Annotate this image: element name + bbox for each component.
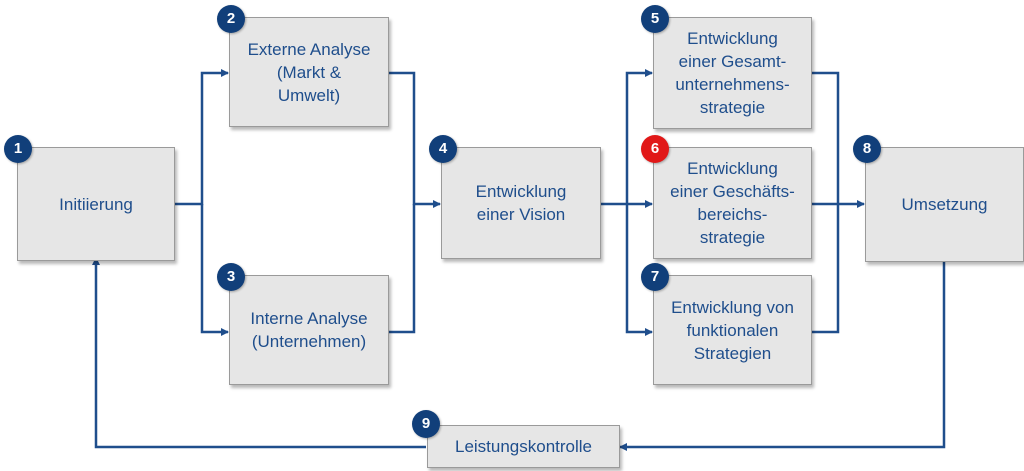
step-label: Entwicklung einer Vision	[475, 182, 567, 224]
connector-7-to-8	[812, 204, 840, 334]
step-geschaeftsbereichsstrategie: Entwicklung einer Geschäfts- bereichs- s…	[653, 147, 812, 259]
connector-5-to-8	[812, 71, 840, 204]
step-umsetzung: Umsetzung	[865, 147, 1024, 262]
step-label: Interne Analyse (Unternehmen)	[250, 309, 368, 351]
step-number-badge: 4	[429, 135, 457, 163]
connector-2-to-4	[389, 71, 441, 208]
connector-4-to-5	[625, 69, 653, 204]
step-number-badge: 2	[217, 5, 245, 33]
step-label: Initiierung	[59, 194, 133, 214]
step-vision: Entwicklung einer Vision	[441, 147, 601, 259]
connector-1-to-3	[200, 204, 229, 336]
step-gesamtunternehmensstrategie: Entwicklung einer Gesamt- unternehmens- …	[653, 17, 812, 129]
connector-4-to-7	[625, 204, 653, 336]
step-number-badge: 8	[853, 135, 881, 163]
step-funktionale-strategien: Entwicklung von funktionalen Strategien	[653, 275, 812, 385]
step-label: Entwicklung einer Geschäfts- bereichs- s…	[670, 159, 795, 247]
step-number-badge: 9	[412, 410, 440, 438]
step-number-badge: 1	[4, 135, 32, 163]
step-interne-analyse: Interne Analyse (Unternehmen)	[229, 275, 389, 385]
step-initiierung: Initiierung	[17, 147, 175, 261]
step-leistungskontrolle: Leistungskontrolle	[427, 425, 620, 468]
step-label: Entwicklung einer Gesamt- unternehmens- …	[675, 29, 790, 117]
connector-1-to-2	[175, 69, 229, 206]
step-label: Leistungskontrolle	[454, 437, 593, 456]
step-label: Entwicklung von funktionalen Strategien	[671, 297, 794, 363]
step-number-badge: 3	[217, 263, 245, 291]
step-number-badge-highlighted: 6	[641, 135, 669, 163]
connector-9-to-1	[92, 257, 426, 449]
step-number-badge: 5	[641, 5, 669, 33]
step-label: Umsetzung	[901, 195, 988, 214]
step-label: Externe Analyse (Markt & Umwelt)	[247, 39, 371, 105]
step-number-badge: 7	[641, 263, 669, 291]
step-externe-analyse: Externe Analyse (Markt & Umwelt)	[229, 17, 389, 127]
connector-3-to-4	[389, 204, 416, 334]
connector-8-to-9	[619, 262, 946, 451]
